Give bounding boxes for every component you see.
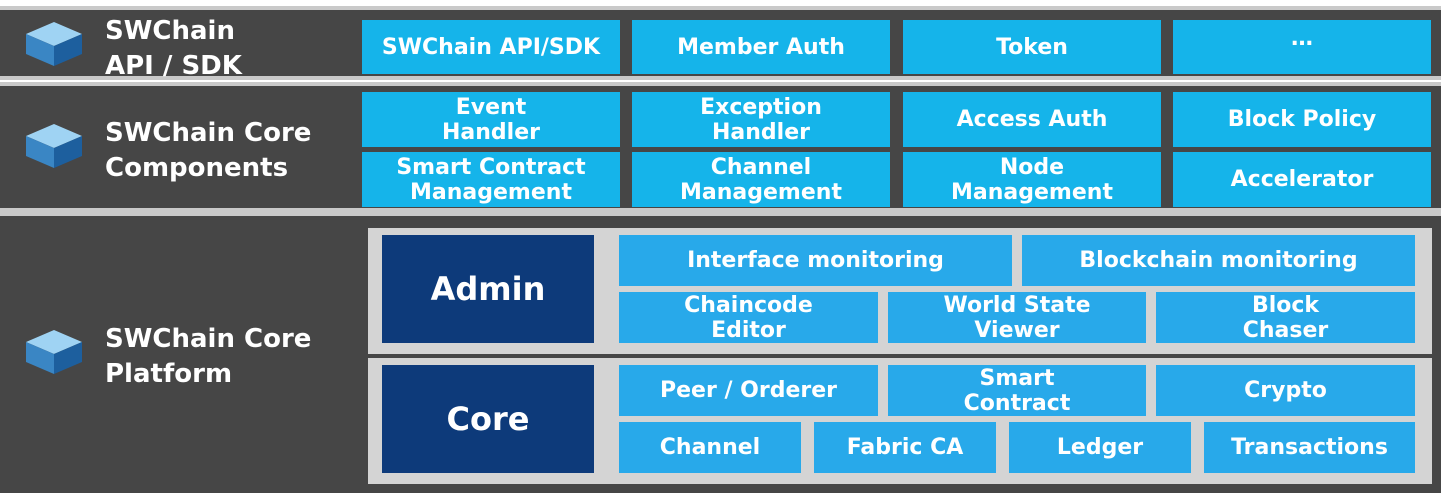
layer-title: SWChain Core Components [105,118,312,183]
cube-icon [26,124,82,168]
crypto-box: Crypto [1156,365,1415,416]
blockchain-monitoring-box: Blockchain monitoring [1022,235,1415,286]
smart-contract-box: Smart Contract [888,365,1146,416]
channel-management-box: Channel Management [632,152,890,207]
fabric-ca-box: Fabric CA [814,422,996,473]
smart-contract-management-box: Smart Contract Management [362,152,620,207]
core-label: Core [382,365,594,473]
peer-orderer-box: Peer / Orderer [619,365,878,416]
layer-api-sdk: SWChain API / SDK SWChain API/SDK Member… [0,6,1441,81]
member-auth-box: Member Auth [632,20,890,74]
ledger-box: Ledger [1009,422,1191,473]
layer-core-components: SWChain Core Components Event Handler Ex… [0,82,1441,212]
channel-box: Channel [619,422,801,473]
world-state-viewer-box: World State Viewer [888,292,1146,343]
token-box: Token [903,20,1161,74]
event-handler-box: Event Handler [362,92,620,147]
layer-core-platform: SWChain Core Platform Admin Interface mo… [0,212,1441,493]
block-policy-box: Block Policy [1173,92,1431,147]
admin-group: Admin Interface monitoring Blockchain mo… [368,228,1432,354]
chaincode-editor-box: Chaincode Editor [619,292,878,343]
block-chaser-box: Block Chaser [1156,292,1415,343]
interface-monitoring-box: Interface monitoring [619,235,1012,286]
core-group: Core Peer / Orderer Smart Contract Crypt… [368,358,1432,484]
cube-icon [26,22,82,66]
node-management-box: Node Management [903,152,1161,207]
layer-title: SWChain Core Platform [105,324,312,389]
swchain-api-sdk-box: SWChain API/SDK [362,20,620,74]
admin-label: Admin [382,235,594,343]
transactions-box: Transactions [1204,422,1415,473]
more-box: … [1173,20,1431,74]
layer-title: SWChain API / SDK [105,16,242,81]
access-auth-box: Access Auth [903,92,1161,147]
accelerator-box: Accelerator [1173,152,1431,207]
cube-icon [26,330,82,374]
exception-handler-box: Exception Handler [632,92,890,147]
